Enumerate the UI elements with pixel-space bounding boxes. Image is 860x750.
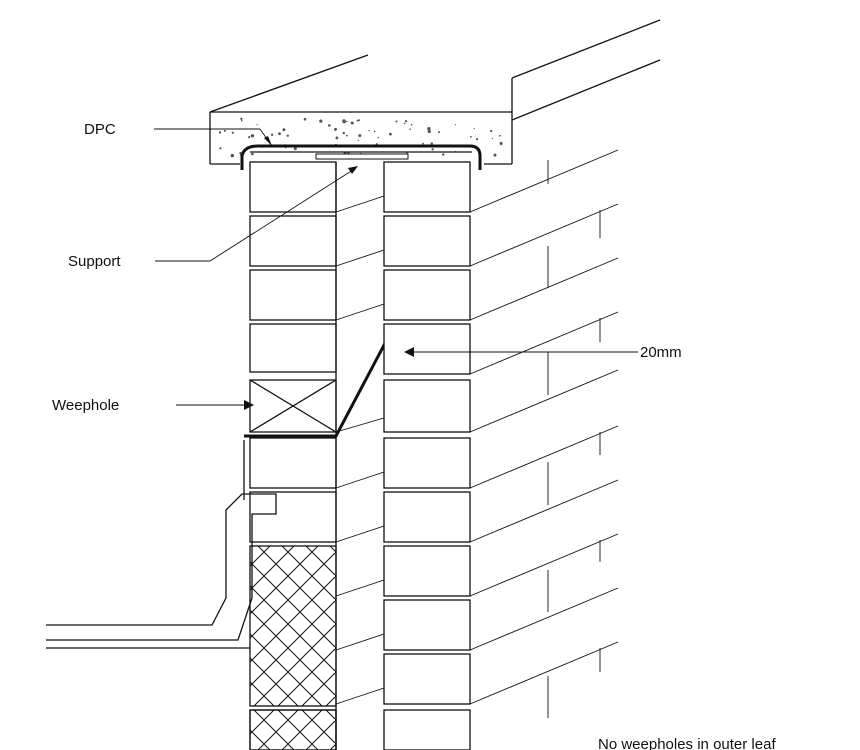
aggregate-speck bbox=[346, 120, 348, 123]
aggregate-speck bbox=[422, 142, 424, 145]
aggregate-speck bbox=[334, 127, 337, 131]
aggregate-speck bbox=[251, 152, 254, 156]
outer-leaf-note: No weepholes in outer leaf bbox=[598, 736, 776, 750]
support-label: Support bbox=[68, 253, 121, 270]
side-brickwork bbox=[469, 149, 619, 718]
aggregate-speck bbox=[377, 136, 380, 139]
aggregate-speck bbox=[358, 119, 361, 121]
aggregate-speck bbox=[286, 134, 289, 137]
aggregate-speck bbox=[293, 147, 297, 151]
aggregate-speck bbox=[454, 124, 457, 126]
aggregate-speck bbox=[240, 117, 243, 121]
aggregate-speck bbox=[358, 134, 362, 138]
aggregate-speck bbox=[335, 136, 339, 140]
dpc-label: DPC bbox=[84, 121, 116, 138]
aggregate-speck bbox=[231, 131, 234, 134]
aggregate-speck bbox=[427, 129, 431, 134]
aggregate-speck bbox=[404, 120, 408, 123]
aggregate-speck bbox=[248, 136, 251, 139]
aggregate-speck bbox=[493, 153, 497, 157]
inner-leaf bbox=[249, 161, 337, 750]
insulation-block bbox=[249, 545, 337, 707]
dpc-tray bbox=[240, 144, 482, 170]
aggregate-speck bbox=[240, 119, 243, 122]
aggregate-speck bbox=[389, 132, 392, 136]
aggregate-speck bbox=[270, 133, 274, 136]
aggregate-speck bbox=[395, 120, 398, 123]
aggregate-speck bbox=[430, 142, 433, 145]
dimension-label: 20mm bbox=[640, 344, 682, 361]
aggregate-speck bbox=[342, 131, 345, 135]
aggregate-speck bbox=[356, 119, 359, 122]
aggregate-speck bbox=[373, 130, 376, 132]
aggregate-speck bbox=[346, 134, 348, 137]
aggregate-speck bbox=[278, 132, 281, 136]
aggregate-speck bbox=[342, 119, 346, 123]
aggregate-speck bbox=[282, 128, 286, 132]
aggregate-speck bbox=[328, 124, 331, 127]
aggregate-speck bbox=[499, 134, 501, 137]
aggregate-speck bbox=[491, 138, 493, 140]
aggregate-speck bbox=[223, 129, 226, 132]
aggregate-speck bbox=[250, 134, 255, 138]
outer-leaf bbox=[383, 161, 471, 750]
aggregate-speck bbox=[256, 124, 258, 126]
aggregate-speck bbox=[500, 143, 503, 146]
aggregate-speck bbox=[357, 139, 359, 142]
aggregate-speck bbox=[438, 131, 440, 134]
aggregate-speck bbox=[473, 128, 475, 130]
aggregate-speck bbox=[476, 138, 479, 141]
brick-return-faces bbox=[335, 195, 385, 705]
aggregate-speck bbox=[442, 153, 445, 156]
aggregate-speck bbox=[470, 135, 472, 138]
leader-lines bbox=[154, 128, 638, 410]
floor-structure bbox=[46, 493, 277, 649]
aggregate-speck bbox=[409, 128, 412, 130]
aggregate-speck bbox=[350, 121, 354, 125]
aggregate-speck bbox=[368, 130, 370, 132]
aggregate-speck bbox=[230, 153, 234, 158]
aggregate-speck bbox=[303, 117, 307, 121]
aggregate-speck bbox=[218, 131, 222, 134]
aggregate-speck bbox=[219, 147, 222, 150]
aggregate-speck bbox=[403, 122, 406, 125]
concrete-coping bbox=[209, 19, 661, 165]
aggregate-speck bbox=[319, 119, 323, 123]
aggregate-speck bbox=[427, 127, 431, 131]
aggregate-speck bbox=[490, 129, 493, 133]
weephole-label: Weephole bbox=[52, 397, 119, 414]
aggregate-speck bbox=[431, 148, 434, 151]
aggregate-speck bbox=[410, 123, 413, 126]
